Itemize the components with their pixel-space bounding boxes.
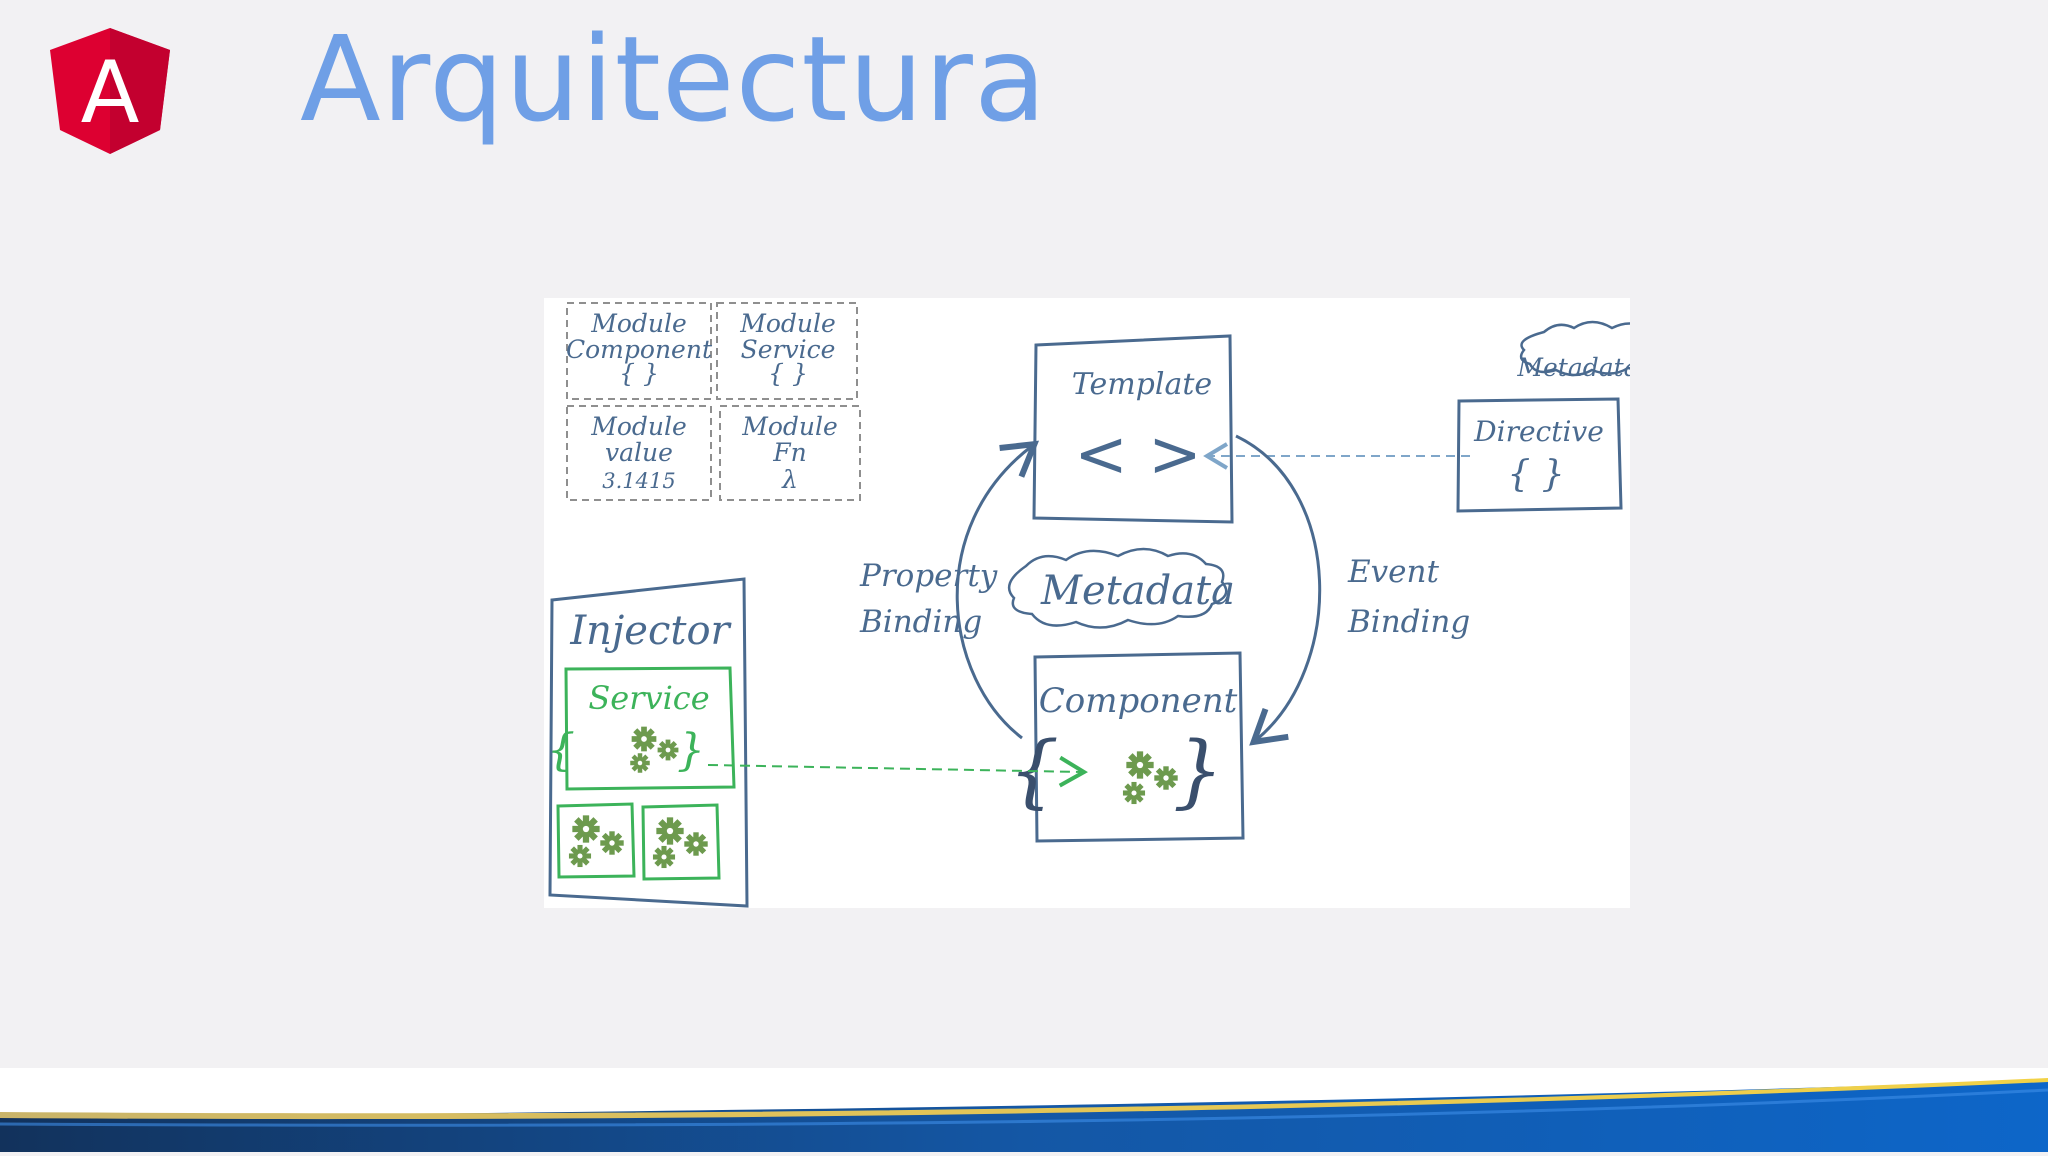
angular-logo: A xyxy=(48,26,172,156)
module-sub: Component xyxy=(566,335,713,364)
property-binding-arrow xyxy=(955,440,1040,740)
directive-box: Metadata Directive { } xyxy=(1456,320,1630,513)
module-label: Module xyxy=(741,412,838,441)
module-label: Module xyxy=(590,309,687,338)
module-service: Module Service { } xyxy=(716,302,858,400)
module-symbol: { } xyxy=(768,359,808,388)
injector-box: Injector Service { } xyxy=(547,577,749,908)
event-binding-arrow xyxy=(1235,434,1322,746)
module-grid: Module Component { } Module Service { } … xyxy=(566,302,861,501)
angular-shield-icon: A xyxy=(50,28,170,154)
event-binding-label-1: Event xyxy=(1347,554,1439,590)
metadata-cloud-icon xyxy=(1007,547,1228,629)
service-symbol: { } xyxy=(547,725,749,776)
logo-letter: A xyxy=(81,43,140,143)
property-binding-label-2: Binding xyxy=(859,604,982,640)
service-to-component-arrow xyxy=(707,755,1088,788)
module-sub: Fn xyxy=(772,438,806,467)
center-metadata: Metadata xyxy=(1007,547,1235,629)
module-value: Module value 3.1415 xyxy=(566,405,712,501)
module-component: Module Component { } xyxy=(566,302,713,400)
module-symbol: λ xyxy=(781,465,798,494)
property-binding-label-1: Property xyxy=(859,558,998,594)
service-instance-2 xyxy=(641,803,721,881)
service-box: Service { } xyxy=(547,666,749,791)
service-instance-1 xyxy=(556,802,636,879)
component-label: Component xyxy=(1039,681,1238,721)
architecture-diagram: Module Component { } Module Service { } … xyxy=(544,298,1630,908)
module-sub: Service xyxy=(741,335,836,364)
directive-metadata-label: Metadata xyxy=(1516,353,1630,382)
gear-icon xyxy=(568,815,624,868)
module-label: Module xyxy=(739,309,836,338)
directive-symbol: { } xyxy=(1507,454,1564,495)
gear-icon xyxy=(652,817,708,869)
template-label: Template xyxy=(1072,367,1212,402)
center-metadata-label: Metadata xyxy=(1040,568,1235,614)
module-fn: Module Fn λ xyxy=(719,405,861,501)
component-box: Component { } xyxy=(1008,651,1245,843)
module-symbol: { } xyxy=(619,359,659,388)
event-binding-label-2: Binding xyxy=(1347,604,1470,640)
module-symbol: 3.1415 xyxy=(602,469,675,493)
page-title: Arquitectura xyxy=(300,10,1048,148)
service-label: Service xyxy=(588,679,709,717)
metadata-cloud-icon xyxy=(1519,320,1630,377)
module-label: Module xyxy=(590,412,687,441)
template-symbol: < > xyxy=(1074,418,1202,492)
footer-band xyxy=(0,1068,2048,1152)
template-box: Template < > xyxy=(1032,334,1234,524)
module-sub: value xyxy=(605,438,673,467)
injector-label: Injector xyxy=(569,608,732,654)
directive-label: Directive xyxy=(1473,415,1604,448)
